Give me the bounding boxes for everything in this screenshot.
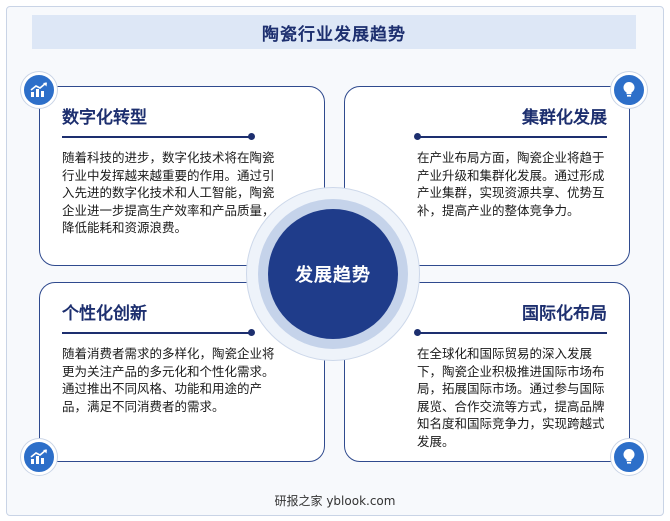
- lightbulb-icon: [611, 72, 647, 108]
- divider: [62, 329, 255, 336]
- card-title: 个性化创新: [62, 304, 147, 324]
- card-digital-transformation: 数字化转型 随着科技的进步，数字化技术将在陶瓷行业中发挥越来越重要的作用。通过引…: [39, 86, 325, 266]
- divider: [414, 133, 607, 140]
- title-bar: 陶瓷行业发展趋势: [32, 15, 636, 49]
- lightbulb-icon: [611, 439, 647, 475]
- card-title: 数字化转型: [62, 108, 147, 128]
- card-text: 在全球化和国际贸易的深入发展下，陶瓷企业积极推进国际市场布局，拓展国际市场。通过…: [417, 346, 605, 449]
- page-title: 陶瓷行业发展趋势: [262, 24, 406, 45]
- divider: [62, 133, 255, 140]
- card-text: 随着消费者需求的多样化，陶瓷企业将更为关注产品的多元化和个性化需求。通过推出不同…: [62, 346, 275, 414]
- card-text: 随着科技的进步，数字化技术将在陶瓷行业中发挥越来越重要的作用。通过引入先进的数字…: [62, 150, 275, 235]
- divider: [414, 329, 607, 336]
- card-title: 国际化布局: [522, 304, 607, 324]
- bar-chart-icon: [21, 439, 57, 475]
- center-label: 发展趋势: [295, 265, 371, 286]
- footer-source: 研报之家 yblook.com: [274, 494, 396, 508]
- bar-chart-icon: [21, 72, 57, 108]
- center-circle: 发展趋势: [268, 209, 398, 339]
- card-title: 集群化发展: [522, 108, 607, 128]
- card-text: 在产业布局方面，陶瓷企业将趋于产业升级和集群化发展。通过形成产业集群，实现资源共…: [417, 150, 605, 218]
